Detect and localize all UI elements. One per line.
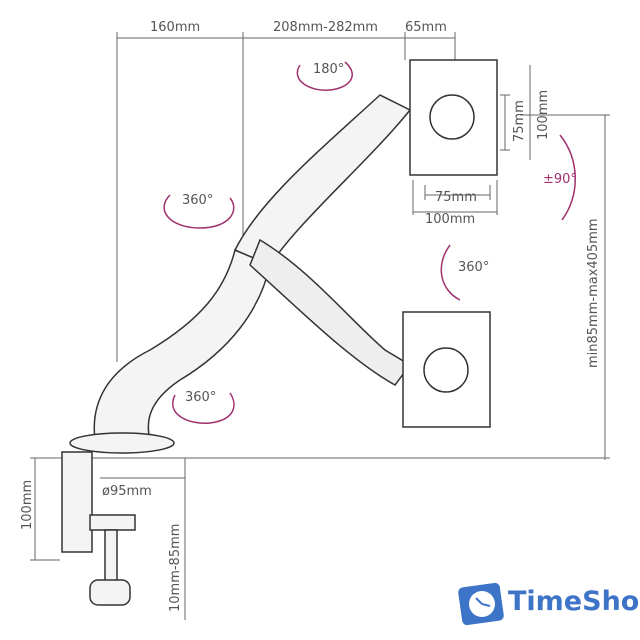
rotation-arm-label: 360° — [182, 193, 214, 208]
rotation-base-label: 360° — [185, 390, 217, 405]
dim-pole-diameter: ø95mm — [102, 484, 152, 499]
dim-vesa-v100: 100mm — [536, 89, 551, 140]
dim-clamp-height: 100mm — [20, 479, 35, 530]
dim-vesa-v75: 75mm — [512, 100, 527, 142]
arm-body — [61, 94, 412, 606]
timeshop-logo — [458, 582, 504, 626]
rotation-monitor-label: 360° — [458, 260, 490, 275]
tilt-label: ±90° — [543, 172, 577, 187]
brand-name: TimeShop — [508, 586, 640, 617]
dim-160: 160mm — [150, 20, 201, 35]
dim-65: 65mm — [405, 20, 447, 35]
dim-desk-thickness: 10mm-85mm — [168, 523, 183, 612]
vesa-plates — [402, 59, 498, 428]
dim-arm-length: 208mm-282mm — [273, 20, 378, 35]
dim-height-range: min85mm-max405mm — [586, 218, 601, 368]
dim-vesa-h75: 75mm — [435, 190, 477, 205]
rotation-top-label: 180° — [313, 62, 345, 77]
rotation-arrows — [163, 61, 576, 424]
dim-vesa-h100: 100mm — [425, 212, 476, 227]
dimension-lines — [30, 32, 610, 620]
